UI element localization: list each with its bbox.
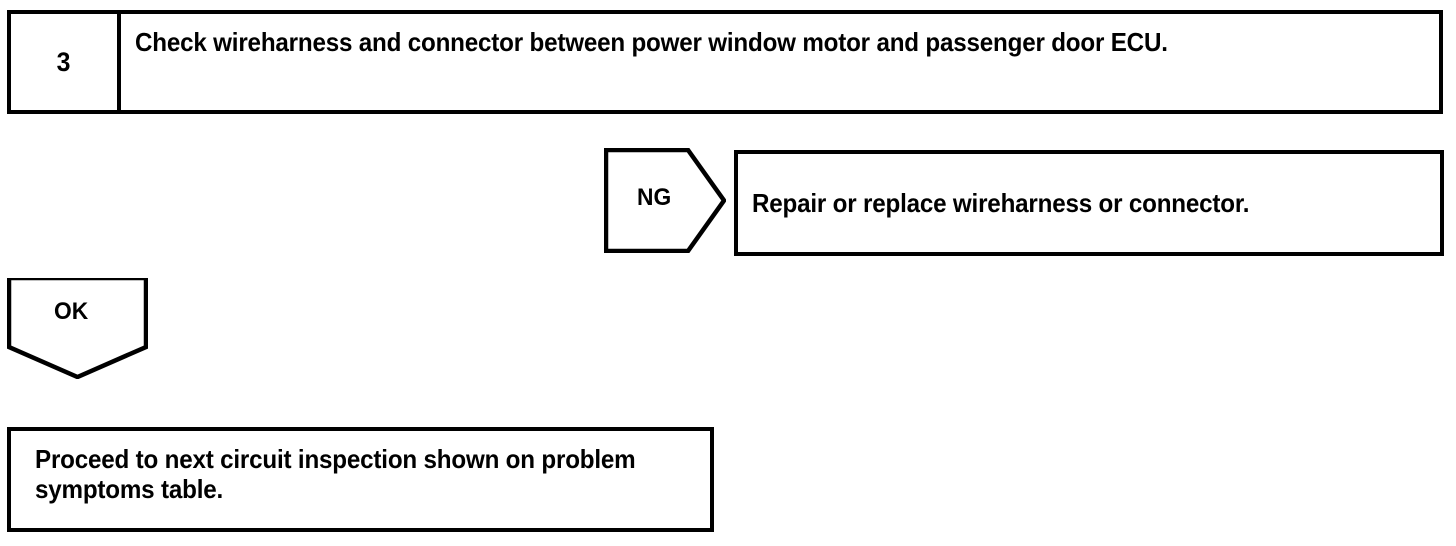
proceed-action-box: Proceed to next circuit inspection shown… <box>7 427 714 532</box>
repair-action-text: Repair or replace wireharness or connect… <box>752 188 1250 218</box>
step-number-cell: 3 <box>11 14 121 110</box>
step-instruction-cell: Check wireharness and connector between … <box>125 14 1439 110</box>
step-box: 3 Check wireharness and connector betwee… <box>7 10 1443 114</box>
proceed-action-cell: Proceed to next circuit inspection shown… <box>11 431 710 528</box>
proceed-action-text: Proceed to next circuit inspection shown… <box>35 444 636 504</box>
ok-branch-marker: OK <box>7 278 148 379</box>
repair-action-cell: Repair or replace wireharness or connect… <box>738 154 1440 252</box>
step-number: 3 <box>56 46 72 77</box>
ok-branch-label: OK <box>54 298 89 325</box>
ng-branch-label: NG <box>637 184 672 211</box>
pentagon-arrow-right-icon <box>604 148 726 253</box>
ng-branch-marker: NG <box>604 148 726 253</box>
pentagon-arrow-down-icon <box>7 278 148 379</box>
step-instruction-text: Check wireharness and connector between … <box>135 27 1168 57</box>
repair-action-box: Repair or replace wireharness or connect… <box>734 150 1444 256</box>
